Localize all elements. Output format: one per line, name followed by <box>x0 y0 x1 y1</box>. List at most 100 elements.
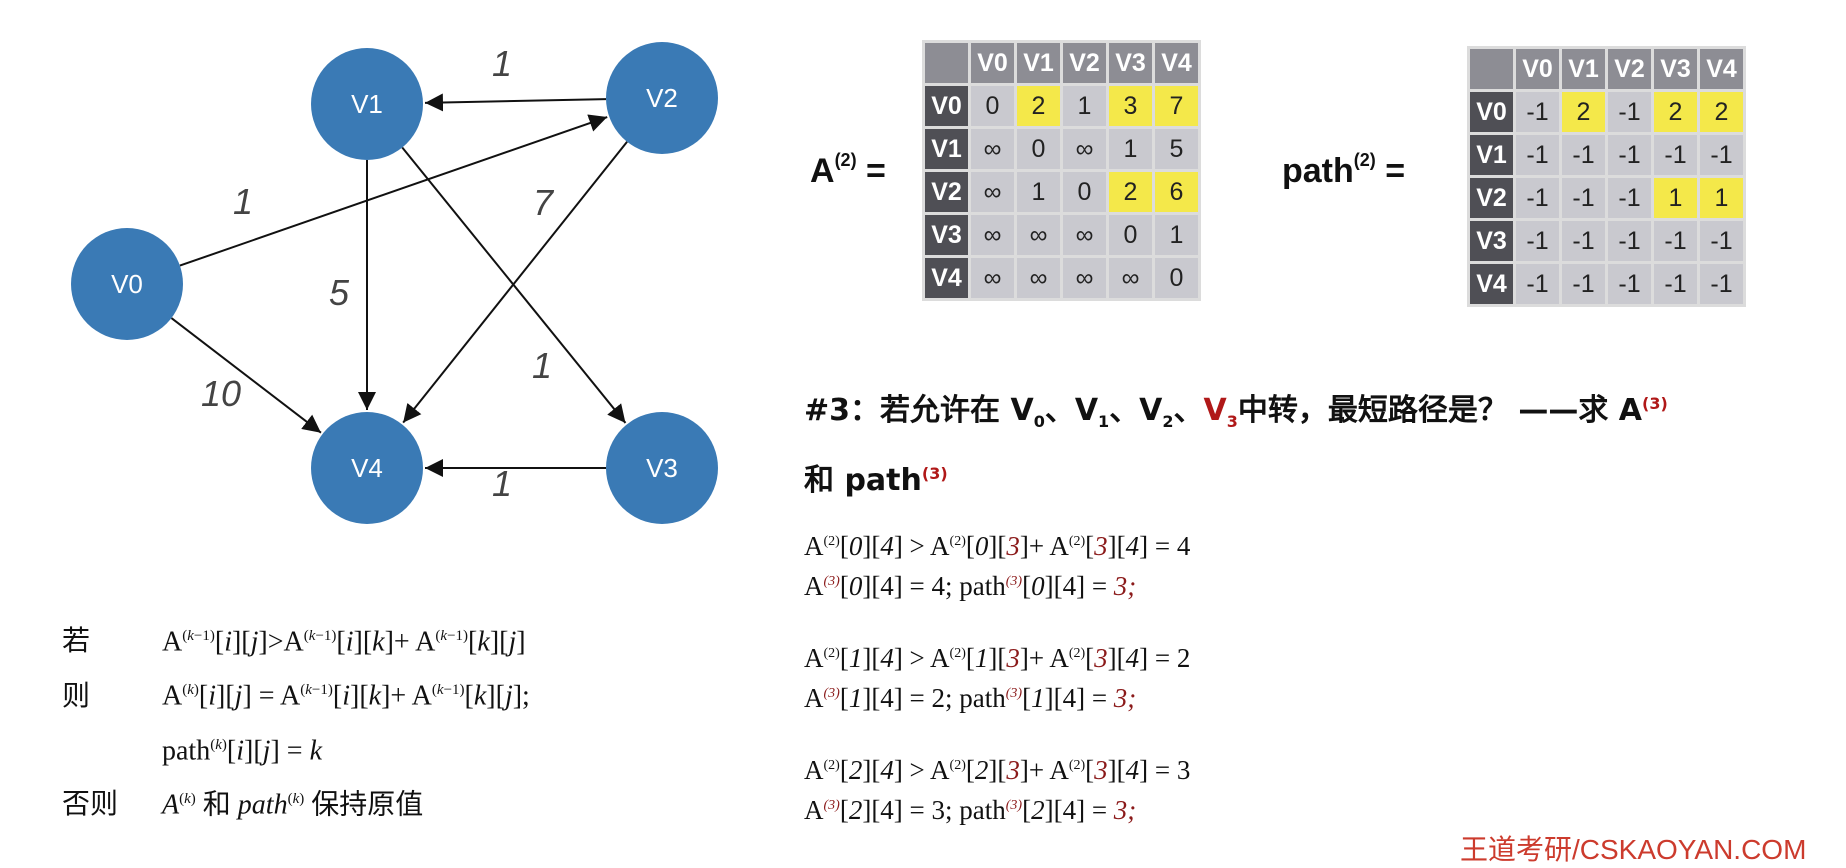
matrix-a-cell: 1 <box>1155 215 1198 255</box>
matrix-a-cell: 0 <box>1155 258 1198 298</box>
matrix-path-col-header: V3 <box>1654 49 1697 89</box>
matrix-a-col-header: V0 <box>971 43 1014 83</box>
matrix-path-label: path(2) = <box>1282 149 1406 190</box>
matrix-path-cell: -1 <box>1608 221 1651 261</box>
matrix-a-col-header: V2 <box>1063 43 1106 83</box>
matrix-path-col-header: V1 <box>1562 49 1605 89</box>
watermark: 王道考研/CSKAOYAN.COM <box>1460 834 1807 865</box>
matrix-a-cell: ∞ <box>1017 215 1060 255</box>
matrix-path-cell: -1 <box>1654 135 1697 175</box>
matrix-path-cell: -1 <box>1562 135 1605 175</box>
matrix-path-row-header: V4 <box>1470 264 1513 304</box>
matrix-path-cell: -1 <box>1516 135 1559 175</box>
matrix-a-col-header: V4 <box>1155 43 1198 83</box>
matrix-path-row: V4-1-1-1-1-1 <box>1470 264 1743 304</box>
node-circle <box>606 412 718 524</box>
matrix-a-row-header: V3 <box>925 215 968 255</box>
matrix-path-cell: 1 <box>1654 178 1697 218</box>
matrix-a-cell: 5 <box>1155 129 1198 169</box>
question-line-2: 和 path(3) <box>804 463 948 498</box>
matrix-path-cell: 2 <box>1700 92 1743 132</box>
edge-weight-v1-v3: 7 <box>533 182 555 223</box>
matrix-path-row-header: V3 <box>1470 221 1513 261</box>
matrix-a-corner <box>925 43 968 83</box>
node-label: V0 <box>111 269 143 299</box>
matrix-a-cell: ∞ <box>1063 258 1106 298</box>
edge-weight-v1-v4: 5 <box>329 272 350 313</box>
matrix-a-row-header: V4 <box>925 258 968 298</box>
node-v0: V0 <box>71 228 183 340</box>
matrix-a-cell: ∞ <box>1063 129 1106 169</box>
matrix-path-col-header: V0 <box>1516 49 1559 89</box>
matrix-a-col-header: V3 <box>1109 43 1152 83</box>
matrix-path-cell: -1 <box>1516 221 1559 261</box>
matrix-path-row-header: V1 <box>1470 135 1513 175</box>
edge-weight-v0-v2: 1 <box>233 181 253 222</box>
node-v1: V1 <box>311 48 423 160</box>
matrix-path-row: V3-1-1-1-1-1 <box>1470 221 1743 261</box>
edge-weight-v0-v4: 10 <box>201 373 241 414</box>
matrix-a-cell: 1 <box>1109 129 1152 169</box>
matrix-a-row-header: V0 <box>925 86 968 126</box>
matrix-a-cell: 7 <box>1155 86 1198 126</box>
node-v3: V3 <box>606 412 718 524</box>
matrix-path-cell: -1 <box>1562 221 1605 261</box>
matrix-path-cell: -1 <box>1516 92 1559 132</box>
matrix-a-row: V4∞∞∞∞0 <box>925 258 1198 298</box>
question-heading: #3：若允许在 V0、V1、V2、V3中转，最短路径是？ ——求 A(3) 和 … <box>804 378 1668 507</box>
matrix-a-cell: 0 <box>971 86 1014 126</box>
step-compare: A(2)[1][4] > A(2)[1][3]+ A(2)[3][4] = 2 <box>804 643 1191 673</box>
edge-v0-v2 <box>179 114 608 267</box>
step-assign: A(3)[1][4] = 2; path(3)[1][4] = 3; <box>804 683 1137 713</box>
matrix-a-cell: ∞ <box>971 258 1014 298</box>
matrix-a-row-header: V1 <box>925 129 968 169</box>
step-block: A(2)[0][4] > A(2)[0][3]+ A(2)[3][4] = 4 A… <box>804 524 1190 604</box>
matrix-a-cell: ∞ <box>1063 215 1106 255</box>
matrix-a-cell: 1 <box>1063 86 1106 126</box>
matrix-path-cell: -1 <box>1700 264 1743 304</box>
step-assign: A(3)[0][4] = 4; path(3)[0][4] = 3; <box>804 571 1137 601</box>
node-label: V3 <box>646 453 678 483</box>
matrix-path-corner <box>1470 49 1513 89</box>
matrix-path-row: V1-1-1-1-1-1 <box>1470 135 1743 175</box>
node-circle <box>606 42 718 154</box>
matrix-path-cell: -1 <box>1516 264 1559 304</box>
edge-weight-v2-v1: 1 <box>492 43 512 84</box>
step-compare: A(2)[0][4] > A(2)[0][3]+ A(2)[3][4] = 4 <box>804 531 1191 561</box>
matrix-a-cell: ∞ <box>1109 258 1152 298</box>
matrix-path-cell: -1 <box>1608 135 1651 175</box>
matrix-path-cell: -1 <box>1608 264 1651 304</box>
matrix-path-cell: 2 <box>1654 92 1697 132</box>
edge-v0-v4 <box>170 317 322 434</box>
matrix-a-cell: 0 <box>1017 129 1060 169</box>
matrix-a-cell: 1 <box>1017 172 1060 212</box>
step-assign: A(3)[2][4] = 3; path(3)[2][4] = 3; <box>804 795 1137 825</box>
matrix-a-cell: ∞ <box>971 215 1014 255</box>
rule-then-path: path(k)[i][j] = k <box>162 734 322 766</box>
node-label: V4 <box>351 453 383 483</box>
matrix-a-cell: 0 <box>1063 172 1106 212</box>
edge-weight-v3-v4: 1 <box>492 463 512 504</box>
matrix-a-row-header: V2 <box>925 172 968 212</box>
matrix-path-cell: -1 <box>1516 178 1559 218</box>
step-block: A(2)[1][4] > A(2)[1][3]+ A(2)[3][4] = 2 A… <box>804 636 1190 716</box>
matrix-path-cell: -1 <box>1608 92 1651 132</box>
matrix-a-label: A(2) = <box>810 149 886 190</box>
